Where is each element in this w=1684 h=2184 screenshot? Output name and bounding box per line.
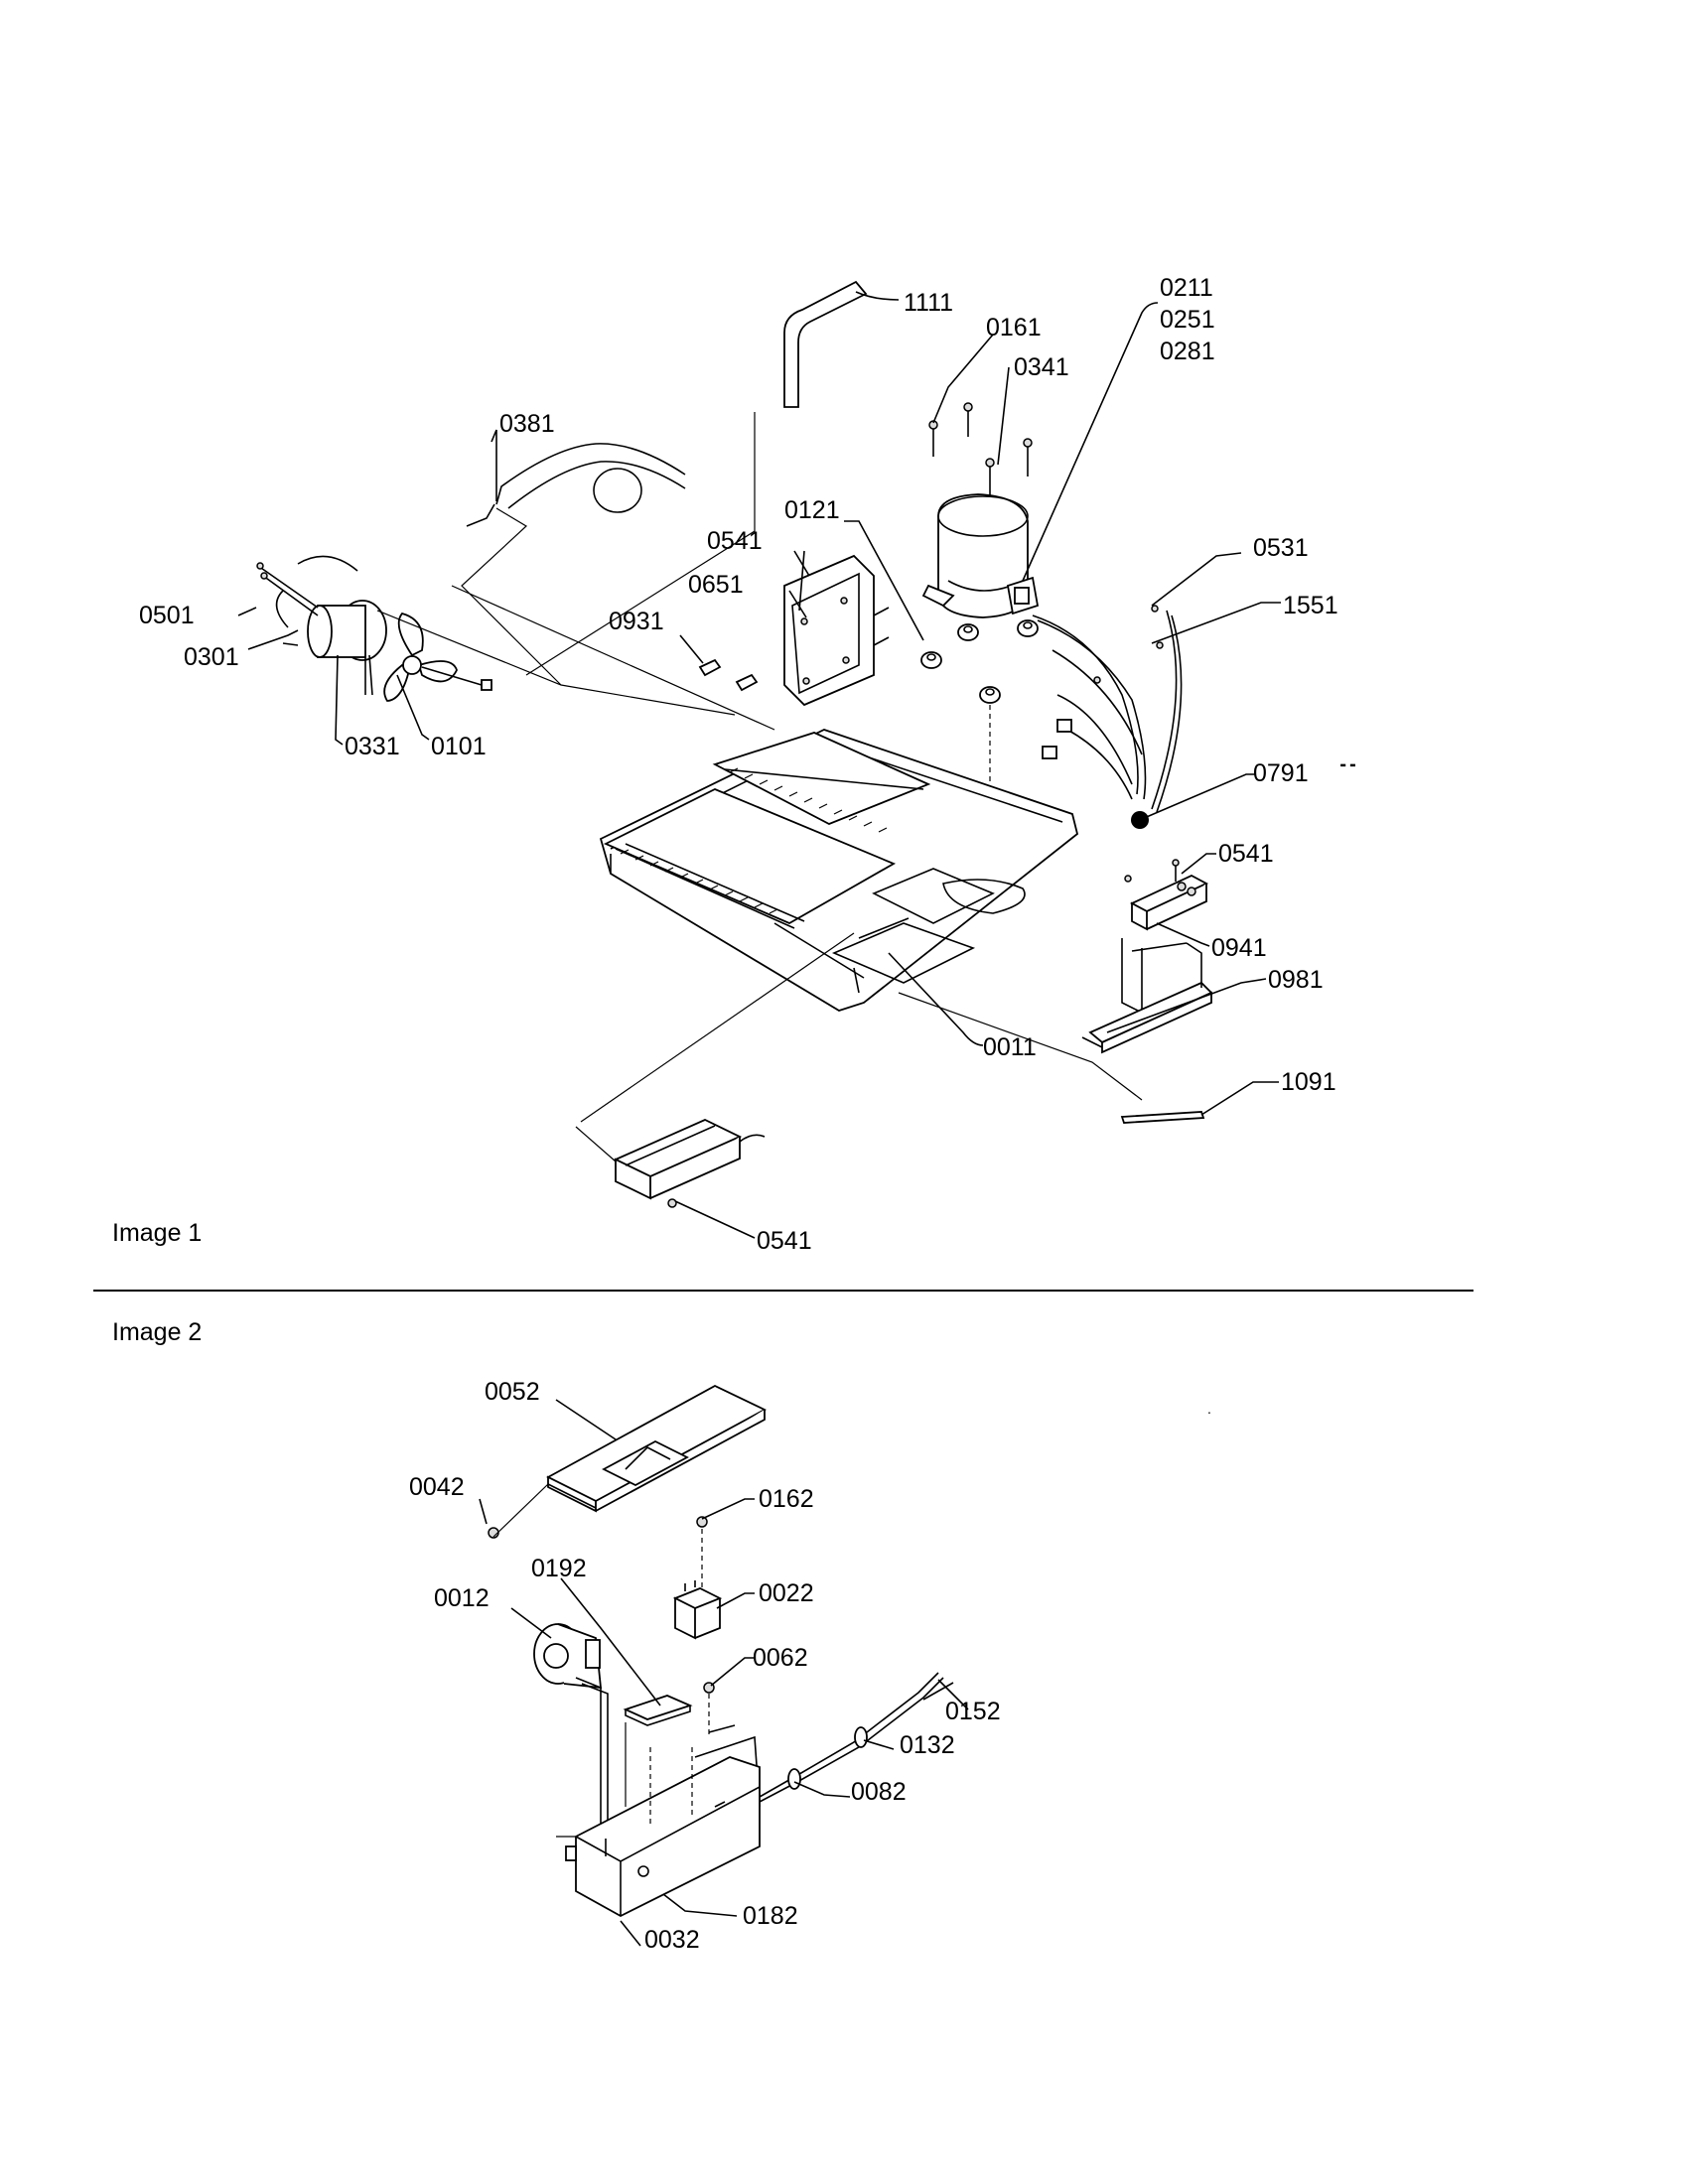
label-1111: 1111 (904, 289, 953, 317)
leader-heater (580, 932, 855, 1123)
heater-0541 (613, 1119, 766, 1208)
image1-caption: Image 1 (112, 1219, 202, 1247)
fan-motor-assembly (256, 555, 492, 702)
cover-0052 (546, 1384, 767, 1513)
label-0541-right: 0541 (1218, 840, 1274, 868)
screw-0162 (696, 1516, 708, 1528)
image2-caption: Image 2 (112, 1318, 202, 1346)
label-0082: 0082 (851, 1778, 907, 1806)
label-0161: 0161 (986, 314, 1042, 341)
label-0012: 0012 (434, 1584, 490, 1612)
label-0211: 0211 (1160, 274, 1213, 302)
label-0341: 0341 (1014, 353, 1069, 381)
stray-mark-2: . (1207, 1401, 1211, 1417)
label-1091: 1091 (1281, 1068, 1336, 1096)
label-0651: 0651 (688, 571, 744, 599)
label-0032: 0032 (644, 1926, 700, 1954)
power-cord (759, 1672, 954, 1803)
image1-drawing: 1111 0161 0211 0251 0281 0341 0381 0121 … (112, 274, 1356, 1255)
image1-labels: 1111 0161 0211 0251 0281 0341 0381 0121 … (139, 274, 1338, 1255)
label-0192: 0192 (531, 1555, 587, 1582)
label-0791: 0791 (1253, 759, 1309, 787)
image2-leaders (479, 1399, 969, 1947)
label-0101: 0101 (431, 733, 487, 760)
leader-cover (492, 1483, 549, 1538)
label-0941: 0941 (1211, 934, 1267, 962)
label-0162: 0162 (759, 1485, 814, 1513)
label-0042: 0042 (409, 1473, 465, 1501)
assembly-leader-0381 (461, 507, 562, 686)
label-0541-top: 0541 (707, 527, 763, 555)
stray-mark: - - (1340, 756, 1355, 773)
label-0501: 0501 (139, 602, 195, 629)
assembly-leader-0541 (525, 412, 756, 676)
compressor (920, 402, 1040, 874)
label-0301: 0301 (184, 643, 239, 671)
label-0381: 0381 (499, 410, 555, 438)
tube-part-1111 (783, 280, 868, 408)
label-0541-bottom: 0541 (757, 1227, 812, 1255)
label-0011: 0011 (983, 1033, 1037, 1061)
fan-leader-2 (451, 585, 775, 731)
label-0531: 0531 (1253, 534, 1309, 562)
leader-heater-2 (575, 1126, 617, 1162)
fan-shroud-0651 (783, 554, 890, 707)
label-0981: 0981 (1268, 966, 1324, 994)
image2-drawing: Image 2 (112, 1318, 1211, 1954)
label-0022: 0022 (759, 1579, 814, 1607)
tube-1091 (1120, 1111, 1205, 1124)
condenser-coil-0381 (466, 443, 686, 527)
label-1551: 1551 (1283, 592, 1338, 619)
leader-tube (898, 992, 1143, 1101)
label-0132: 0132 (900, 1731, 955, 1759)
label-0121: 0121 (784, 496, 840, 524)
label-0182: 0182 (743, 1902, 798, 1930)
bracket-0941 (1124, 859, 1209, 931)
clips-0931 (698, 658, 759, 692)
image1-leaders (237, 291, 1281, 1239)
relay-0022 (672, 1580, 723, 1640)
housing-0032 (565, 1724, 761, 1918)
image2-labels: 0052 0042 0162 0192 0022 0012 0062 0152 … (409, 1378, 1001, 1954)
fan-leader (376, 610, 736, 716)
base-pan-0011 (599, 729, 1079, 1012)
tray-0981 (1081, 938, 1213, 1054)
label-0331: 0331 (345, 733, 400, 760)
label-0251: 0251 (1160, 306, 1215, 334)
label-0281: 0281 (1160, 338, 1215, 365)
label-0931: 0931 (609, 608, 664, 635)
board-0192 (623, 1695, 693, 1726)
label-0062: 0062 (753, 1644, 808, 1672)
timer-0012 (533, 1623, 609, 1827)
wire-harness (1032, 605, 1183, 829)
label-0052: 0052 (485, 1378, 540, 1406)
label-0152: 0152 (945, 1698, 1001, 1725)
